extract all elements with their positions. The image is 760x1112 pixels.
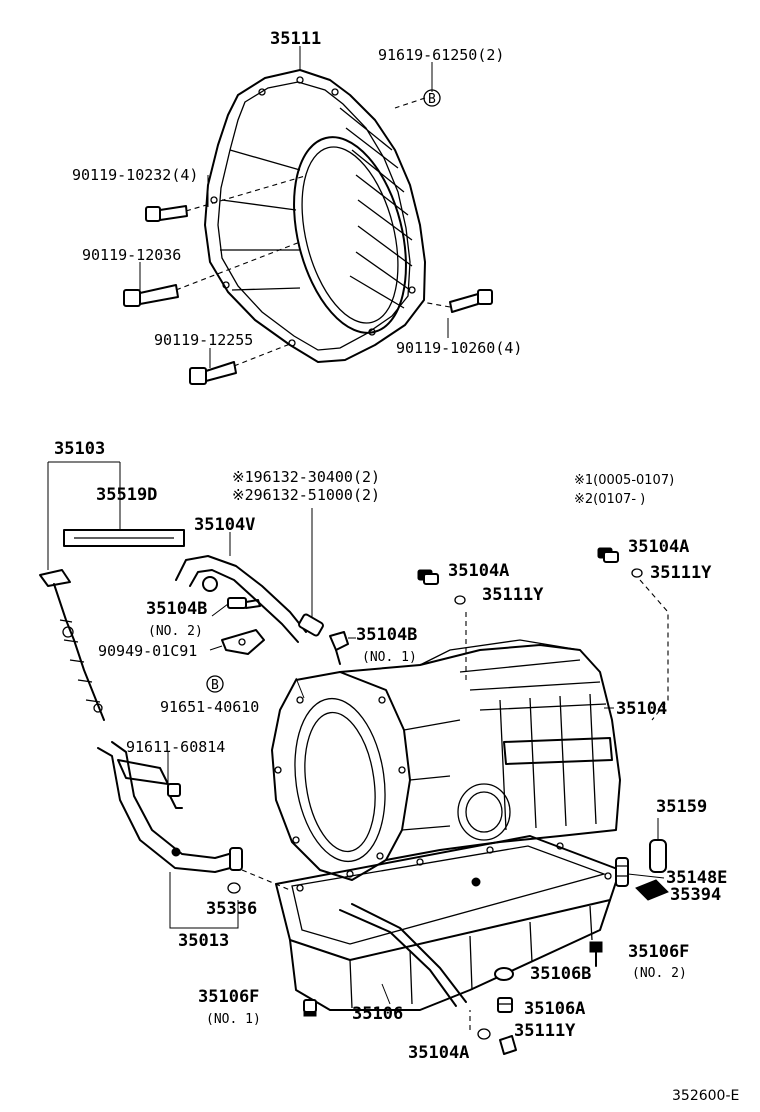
label-90119-12255: 90119-12255 xyxy=(154,331,253,349)
label-35106: 35106 xyxy=(352,1004,403,1024)
label-90119-12036: 90119-12036 xyxy=(82,246,181,264)
part-labels: 35111 91619-61250(2) B 90119-10232(4) 90… xyxy=(54,29,739,1104)
diagram-code: 352600-E xyxy=(672,1088,739,1104)
sensor-35148E-icon xyxy=(615,857,629,887)
label-35111Y-1: 35111Y xyxy=(482,585,544,605)
label-35111: 35111 xyxy=(270,29,321,49)
label-35104A-2: 35104A xyxy=(628,537,689,557)
converter-housing-drawing xyxy=(204,69,426,363)
label-296132-51000: ※296132-51000(2) xyxy=(232,486,380,504)
gasket-35106B-icon xyxy=(494,967,514,981)
label-no1-a: (NO. 1) xyxy=(362,650,417,665)
label-35111Y-3: 35111Y xyxy=(514,1021,576,1041)
plug-35106A-icon xyxy=(497,997,513,1013)
label-35103: 35103 xyxy=(54,439,105,459)
plug-35104A-3-icon xyxy=(477,1028,517,1055)
union-35104B-no1-drawing xyxy=(329,631,349,665)
label-ref-b-top: B xyxy=(428,92,436,107)
label-35106F-no1: 35106F xyxy=(198,987,259,1007)
label-35104B-no1: 35104B xyxy=(356,625,417,645)
label-91619-61250: 91619-61250(2) xyxy=(378,46,504,64)
label-196132-30400: ※196132-30400(2) xyxy=(232,468,380,486)
bolt-90119-12255-icon xyxy=(189,343,291,385)
oil-pan-35106-drawing xyxy=(275,835,621,1011)
bolt-90119-10232-icon xyxy=(145,175,306,222)
label-35106A: 35106A xyxy=(524,999,585,1019)
label-no2-b: (NO. 2) xyxy=(632,966,687,981)
label-91651-40610: 91651-40610 xyxy=(160,698,259,716)
note-2: ※2(0107- ) xyxy=(574,492,645,507)
label-35104: 35104 xyxy=(616,699,667,719)
label-35148E: 35148E xyxy=(666,868,727,888)
dipstick-35103-drawing xyxy=(39,569,105,721)
transmission-case-35104-drawing xyxy=(271,639,621,881)
bolt-90119-10260-icon xyxy=(421,289,493,313)
label-35104V: 35104V xyxy=(194,515,255,535)
label-35013: 35013 xyxy=(178,931,229,951)
note-1: ※1(0005-0107) xyxy=(574,473,674,488)
union-35104B-no2-drawing xyxy=(227,597,261,609)
label-90949-01C91: 90949-01C91 xyxy=(98,642,197,660)
label-ref-b-mid: B xyxy=(211,678,219,693)
breather-hose-35104V-drawing xyxy=(175,555,324,643)
label-35104A-3: 35104A xyxy=(408,1043,469,1063)
label-35336: 35336 xyxy=(206,899,257,919)
bolt-90119-12036-icon xyxy=(123,241,301,307)
label-35104B-no2: 35104B xyxy=(146,599,207,619)
label-no2-a: (NO. 2) xyxy=(148,624,203,639)
label-35106F-no2: 35106F xyxy=(628,942,689,962)
bracket-90949-01C91-drawing xyxy=(221,629,265,655)
filler-tube-35013-drawing xyxy=(97,741,243,894)
label-91611-60814: 91611-60814 xyxy=(126,738,225,756)
plug-35104A-2-icon xyxy=(597,547,643,578)
label-90119-10260: 90119-10260(4) xyxy=(396,339,522,357)
label-35159: 35159 xyxy=(656,797,707,817)
sensor-35159-icon xyxy=(649,839,667,873)
label-plate-35519D-drawing xyxy=(63,529,185,547)
label-35519D: 35519D xyxy=(96,485,157,505)
plug-35104A-1-icon xyxy=(417,569,466,605)
magnet-35394-icon xyxy=(635,879,669,901)
label-90119-10232: 90119-10232(4) xyxy=(72,166,198,184)
label-no1-b: (NO. 1) xyxy=(206,1012,261,1027)
bolt-35106F-no2-icon xyxy=(589,941,603,967)
bolt-35106F-no1-icon xyxy=(303,999,317,1017)
ref-b-top-circle xyxy=(423,89,441,107)
bolt-91611-60814-icon xyxy=(167,783,183,857)
label-35111Y-2: 35111Y xyxy=(650,563,712,583)
ref-b-mid-circle xyxy=(206,675,224,693)
label-35104A-1: 35104A xyxy=(448,561,509,581)
label-35106B: 35106B xyxy=(530,964,591,984)
label-35394: 35394 xyxy=(670,885,721,905)
